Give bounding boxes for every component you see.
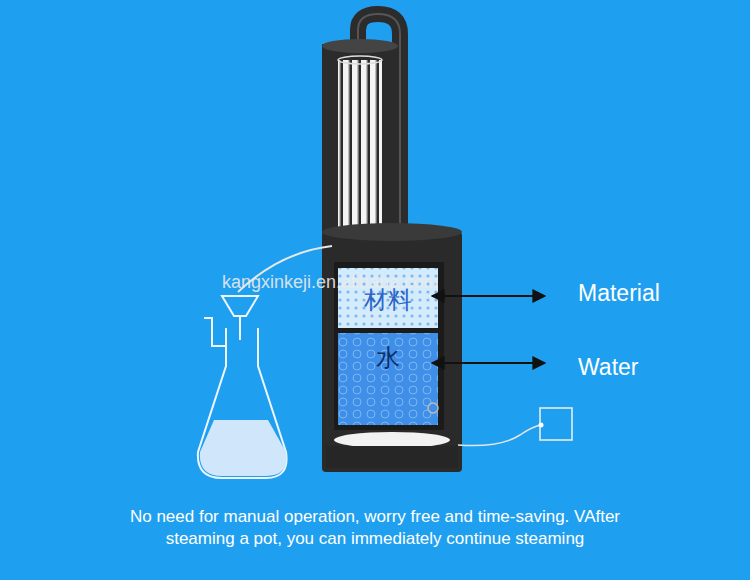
water-fill [338, 333, 438, 425]
funnel-stem [239, 316, 241, 340]
funnel [222, 296, 258, 316]
flask-liquid [200, 420, 287, 476]
pot-body [322, 232, 462, 472]
receiving-flask [198, 296, 287, 478]
caption: No need for manual operation, worry free… [120, 506, 630, 550]
leader-arrow [432, 295, 545, 297]
power-button [428, 403, 438, 413]
layer-label: 水 [376, 345, 400, 371]
glass-tubes [338, 60, 382, 246]
power-cable [458, 425, 540, 446]
tube-rim [338, 56, 382, 64]
flask-body [198, 328, 287, 478]
water-layer: 水 [338, 336, 438, 380]
watermark: kangxinkeji.en.alibaba.com [222, 272, 438, 293]
power-box [540, 408, 572, 440]
plug-dot [539, 423, 544, 428]
side-arm [204, 318, 226, 346]
part-label: Material [578, 280, 660, 307]
water-texture [338, 333, 438, 425]
column-top [322, 39, 398, 53]
pot-lid [322, 223, 462, 241]
pot-base [326, 446, 458, 468]
leader-arrow [432, 362, 545, 364]
part-label: Water [578, 354, 639, 381]
heater-glow [334, 432, 450, 448]
